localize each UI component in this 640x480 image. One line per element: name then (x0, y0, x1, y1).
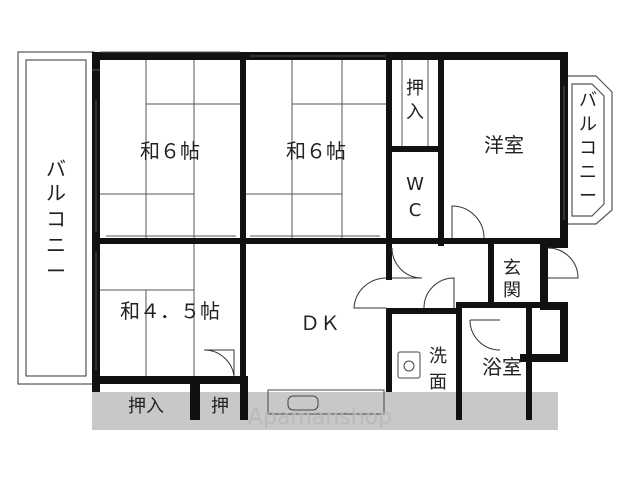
balcony-right-label-1: バ (579, 90, 597, 111)
room-washitsu-6-b: 和６帖 (286, 139, 346, 163)
room-genkan-2: 関 (503, 280, 521, 301)
balcony-left-label-3: コ (46, 207, 66, 231)
balcony-left-label-5: ー (46, 259, 66, 283)
bottom-grey-band (92, 392, 558, 430)
room-yokushitsu: 浴室 (482, 355, 522, 379)
balcony-right-label-2: ル (579, 114, 597, 135)
room-senmen-1: 洗 (429, 346, 447, 367)
room-washitsu-45: 和４．５帖 (120, 299, 220, 323)
balcony-right-label-4: ニ (579, 162, 597, 183)
balcony-right-label-5: ー (579, 186, 597, 207)
room-washitsu-6-a: 和６帖 (140, 139, 200, 163)
balcony-right-label-3: コ (579, 138, 597, 159)
room-oshiire-top-2: 入 (406, 102, 424, 123)
room-genkan-1: 玄 (503, 258, 521, 279)
door-swings (203, 205, 579, 377)
room-wc-2: C (409, 200, 422, 221)
room-wc-1: W (406, 174, 424, 195)
watermark: Apamanshop (248, 405, 392, 430)
room-dk: ＤＫ (300, 311, 340, 335)
outer-walls (92, 52, 568, 392)
room-oshiire-bottom: 押入 (128, 396, 164, 417)
windows (92, 51, 565, 370)
interior-walls (100, 60, 560, 420)
tatami-lines (100, 60, 386, 376)
balcony-left-label-1: バ (46, 157, 66, 181)
room-oshi-bottom: 押 (211, 396, 229, 417)
room-oshiire-top-1: 押 (406, 78, 424, 99)
balcony-left-label-4: ニ (46, 233, 66, 257)
fixtures (267, 351, 421, 415)
room-youshitsu: 洋室 (484, 133, 524, 157)
balcony-left-label-2: ル (46, 181, 66, 205)
room-senmen-2: 面 (429, 372, 447, 393)
